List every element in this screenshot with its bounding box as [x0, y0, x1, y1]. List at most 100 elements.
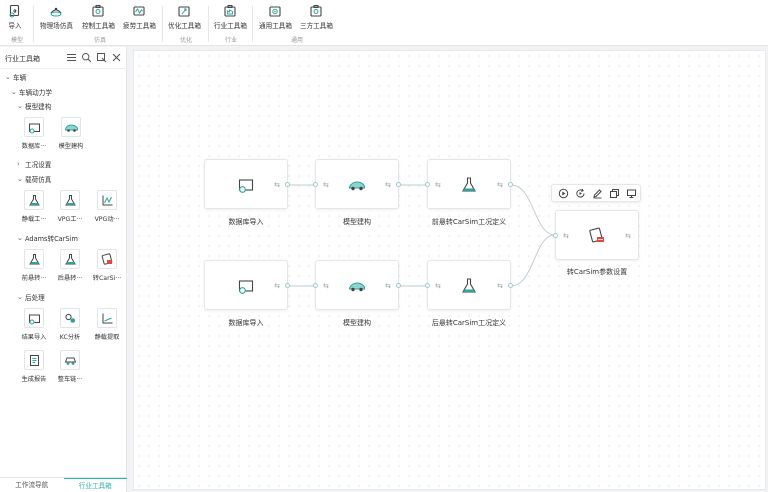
tool-kc-analysis[interactable]: KC分析: [55, 308, 85, 341]
fatigue-toolbox-button[interactable]: 疲劳工具箱: [123, 4, 156, 30]
input-port-dot[interactable]: [425, 182, 430, 187]
chart-icon: [102, 195, 112, 205]
ribbon-divider: [162, 6, 163, 42]
edit-icon[interactable]: [592, 188, 603, 199]
close-icon[interactable]: [111, 52, 122, 63]
carsim-icon: [589, 227, 604, 243]
folder-import-icon: [238, 280, 254, 294]
industry-toolbox-button[interactable]: 行业工具箱: [214, 4, 247, 30]
output-port-dot[interactable]: [508, 283, 513, 288]
output-port-dot[interactable]: [285, 283, 290, 288]
tool-gen-report[interactable]: 生成报告: [19, 350, 49, 383]
locate-icon[interactable]: [96, 52, 107, 63]
output-port-dot[interactable]: [396, 283, 401, 288]
connection-line: [510, 184, 556, 236]
tree-node-vehicle-dynamics[interactable]: ⌄车辆动力学: [11, 87, 52, 97]
tool-static-load[interactable]: 静载工···: [19, 190, 49, 223]
input-port-icon: ⇆: [323, 181, 329, 189]
input-port-icon: ⇆: [435, 181, 441, 189]
panel-tabs: 工作流导航 行业工具箱: [0, 477, 127, 492]
input-port-dot[interactable]: [313, 283, 318, 288]
node-carsim-params[interactable]: ⇆ ⇆: [553, 210, 639, 260]
chevron-down-icon: ⌄: [17, 102, 23, 110]
search-icon[interactable]: [81, 52, 92, 63]
industry-toolbox-icon: [224, 5, 237, 17]
node-model-build-2[interactable]: ⇆ ⇆: [313, 260, 401, 310]
tool-vehicle-perf[interactable]: 整车链···: [55, 350, 85, 383]
tool-db-import[interactable]: 数据库···: [19, 117, 49, 150]
import-button[interactable]: 导入: [8, 4, 22, 30]
node-label: 模型建构: [343, 319, 371, 327]
list-icon[interactable]: [66, 52, 77, 63]
import-label: 导入: [8, 22, 22, 30]
chart-icon: [102, 313, 112, 323]
tool-label: 模型建构: [58, 143, 84, 150]
tool-label: 整车链···: [57, 376, 83, 383]
tool-label: 后悬转···: [57, 275, 83, 282]
input-port-dot[interactable]: [425, 283, 430, 288]
copy-icon[interactable]: [609, 188, 620, 199]
tree-node-label: 后处理: [25, 294, 45, 302]
tool-vpg-b[interactable]: VPG动···: [92, 190, 122, 223]
ribbon-divider: [252, 6, 253, 42]
tab-workflow-nav[interactable]: 工作流导航: [15, 481, 49, 489]
flask-icon: [28, 194, 40, 205]
tree-node-load-sim[interactable]: ⌄载荷仿真: [17, 174, 51, 184]
tree-node-label: 工况设置: [25, 161, 52, 169]
tool-front-susp[interactable]: 前悬转···: [19, 249, 49, 282]
tree-node-post-processing[interactable]: ⌄后处理: [17, 292, 45, 302]
tool-label: 结果导入: [21, 334, 47, 341]
tool-label: 生成报告: [21, 376, 47, 383]
output-port-dot[interactable]: [285, 182, 290, 187]
input-port-dot[interactable]: [313, 182, 318, 187]
node-front-carsim[interactable]: ⇆ ⇆: [425, 159, 513, 209]
output-port-dot[interactable]: [396, 182, 401, 187]
control-toolbox-button[interactable]: 控制工具箱: [82, 4, 115, 30]
monitor-icon[interactable]: [626, 188, 637, 199]
node-model-build-1[interactable]: ⇆ ⇆: [313, 159, 401, 209]
physical-sim-button[interactable]: 物理场仿真: [40, 4, 73, 30]
node-db-import-2[interactable]: ⇆: [204, 260, 290, 310]
node-label: 模型建构: [343, 218, 371, 226]
node-db-import-1[interactable]: ⇆: [204, 159, 290, 209]
workflow-canvas[interactable]: ⇆ 数据库导入 ⇆ ⇆ 模型建构 ⇆ ⇆ 前悬转CarSim工况定义 ⇆ 数据库…: [133, 50, 766, 490]
group-label-general: 通用: [290, 37, 303, 44]
output-port-dot[interactable]: [508, 182, 513, 187]
tool-label: 数据库···: [21, 143, 47, 150]
tool-model-build[interactable]: 模型建构: [56, 117, 86, 150]
tree-node-condition-settings[interactable]: ›工况设置: [17, 159, 51, 169]
tool-label: 静载提取: [94, 334, 120, 341]
tool-result-import[interactable]: 结果导入: [19, 308, 49, 341]
optimize-toolbox-button[interactable]: 优化工具箱: [168, 4, 201, 30]
tree-node-vehicle[interactable]: ⌄车辆: [5, 72, 26, 82]
tree-node-adams-carsim[interactable]: ⌄Adams转CarSim: [17, 233, 78, 243]
flask-icon: [64, 253, 76, 264]
physical-sim-label: 物理场仿真: [40, 22, 73, 30]
node-rear-carsim[interactable]: ⇆ ⇆: [425, 260, 513, 310]
tree-node-model-build[interactable]: ⌄模型建构: [17, 101, 51, 111]
tool-rear-susp[interactable]: 后悬转···: [55, 249, 85, 282]
flask-icon: [462, 177, 476, 192]
general-toolbox-label: 通用工具箱: [259, 22, 292, 30]
rerun-icon[interactable]: [575, 188, 586, 199]
input-port-icon: ⇆: [323, 282, 329, 290]
chevron-down-icon: ⌄: [17, 175, 23, 183]
tool-carsim[interactable]: 转CarSi···: [92, 249, 122, 282]
fatigue-toolbox-label: 疲劳工具箱: [123, 22, 156, 30]
tool-label: VPG动···: [94, 216, 120, 223]
tool-vpg-a[interactable]: VPG工···: [55, 190, 85, 223]
panel-title: 行业工具箱: [5, 55, 40, 63]
thirdparty-toolbox-button[interactable]: 三方工具箱: [300, 4, 333, 30]
input-port-dot[interactable]: [553, 233, 558, 238]
tab-industry-toolbox[interactable]: 行业工具箱: [63, 478, 127, 492]
ribbon-divider: [33, 6, 34, 42]
run-icon[interactable]: [558, 188, 569, 199]
general-toolbox-button[interactable]: 通用工具箱: [259, 4, 292, 30]
chevron-down-icon: ⌄: [5, 73, 11, 81]
output-port-icon: ⇆: [625, 232, 631, 240]
node-label: 数据库导入: [228, 218, 264, 226]
output-port-icon: ⇆: [497, 181, 503, 189]
group-label-industry: 行业: [224, 37, 237, 44]
flask-icon: [28, 253, 40, 264]
tool-static-extract[interactable]: 静载提取: [92, 308, 122, 341]
